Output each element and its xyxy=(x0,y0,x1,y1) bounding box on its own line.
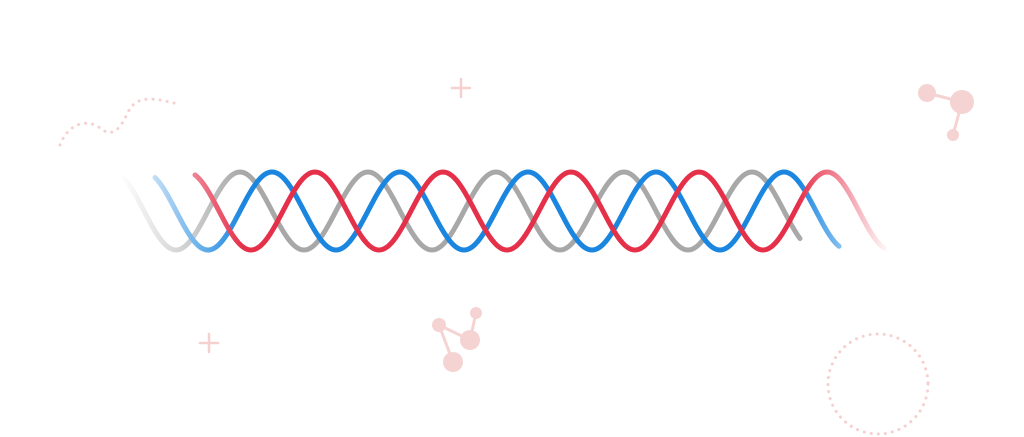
red-strand xyxy=(192,169,888,253)
plus-icon xyxy=(450,77,472,99)
dna-helix-icon xyxy=(119,169,888,253)
dotted-circle-icon xyxy=(826,332,930,436)
blue-strand xyxy=(152,169,842,253)
dotted-squiggle-icon xyxy=(58,97,180,147)
molecule-icon xyxy=(432,307,482,372)
plus-icon xyxy=(198,332,220,354)
gray-strand xyxy=(119,169,803,253)
molecule-icon xyxy=(918,84,974,141)
